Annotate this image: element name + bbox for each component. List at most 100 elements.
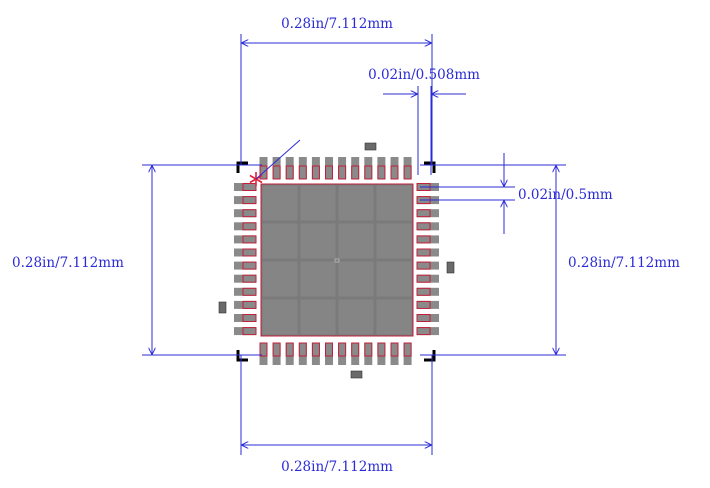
thermal-pad-cell [262,299,298,335]
pad-top [364,157,373,179]
pad-bottom-outline [364,342,373,357]
pad-top [351,157,360,179]
pad-bottom [338,343,347,365]
pad-bottom-outline [377,342,386,357]
dim-label-bottom-width: 0.28in/7.112mm [281,459,393,475]
pad-top-outline [325,165,333,180]
pad-bottom-outline [338,342,347,357]
pin1-leader [255,139,301,180]
pad-top [272,157,281,179]
thermal-pad-cell [376,223,412,259]
pad-right-outline [416,261,431,270]
pad-bottom-outline [325,342,333,357]
marker-bottom [350,370,363,379]
thermal-pad-cell [376,299,412,335]
pin1-asterisk-stroke [249,174,263,184]
pad-top-outline [377,165,386,180]
pad-left [234,261,256,270]
courtyard-corner-br [424,350,436,362]
pad-bottom-outline [259,342,268,357]
pad-right [417,248,439,257]
courtyard-corner-tr [424,161,436,173]
pad-left-outline [242,300,257,309]
pad-bottom [298,343,307,365]
pad-right-outline [416,222,431,231]
pad-top [259,157,268,179]
dim-label-right-height: 0.28in/7.112mm [568,255,680,271]
pad-top-outline [390,165,399,180]
pad-left-outline [242,261,257,270]
pad-bottom [259,343,268,365]
thermal-pad-cell [300,261,336,297]
thermal-pad-cell [338,185,374,221]
pad-left-outline [242,196,257,205]
pad-left-outline [242,183,257,191]
pad-right [417,261,439,270]
pad-top [298,157,307,179]
dimension-lines [142,34,566,455]
pad-bottom [351,343,360,365]
pad-left [234,196,256,205]
pad-top-outline [285,165,294,180]
pad-bottom [403,343,412,365]
thermal-pad-cell [262,261,298,297]
pad-right [417,274,439,283]
pad-right [417,300,439,309]
thermal-pad-cell [338,223,374,259]
pad-right [417,222,439,231]
pad-left-outline [242,327,257,336]
pad-top [403,157,412,179]
pad-bottom-outline [390,342,399,357]
pad-left [234,209,256,218]
pad-left-outline [242,314,257,322]
dim-label-left-height: 0.28in/7.112mm [12,255,124,271]
pad-bottom-outline [298,342,307,357]
pad-top-outline [298,165,307,180]
thermal-pad-cell [300,223,336,259]
thermal-pad-cell [300,185,336,221]
center-mark [334,258,340,263]
pad-left [234,248,256,257]
pad-right [417,314,439,322]
pad-top [311,157,320,179]
pad-left-outline [242,274,257,283]
pad-bottom [377,343,386,365]
pad-right-outline [416,274,431,283]
pad-right [417,287,439,296]
thermal-pad-cell [338,299,374,335]
pad-bottom-outline [351,342,360,357]
pad-left-outline [242,248,257,257]
pad-bottom-outline [403,342,412,357]
pad-bottom [311,343,320,365]
thermal-pad-cell [376,261,412,297]
pad-left [234,314,256,322]
thermal-pad-cell [338,261,374,297]
pad-left [234,274,256,283]
pad-top-outline [259,165,268,180]
pad-left-outline [242,209,257,218]
pad-right-outline [416,327,431,336]
pad-bottom [285,343,294,365]
pad-top-outline [364,165,373,180]
pad-top-outline [311,165,320,180]
pad-top-outline [338,165,347,180]
pad-right [417,327,439,336]
pad-left-outline [242,287,257,296]
pad-left-outline [242,222,257,231]
pad-bottom [390,343,399,365]
pad-bottom [364,343,373,365]
pad-bottom-outline [311,342,320,357]
dim-label-pitch: 0.02in/0.508mm [368,67,480,83]
pad-left [234,235,256,244]
pad-left [234,300,256,309]
thermal-pad-cell [376,185,412,221]
pad-bottom-outline [272,342,281,357]
pad-bottom [272,343,281,365]
pad-right-outline [416,248,431,257]
pad-top-outline [403,165,412,180]
pad-top [390,157,399,179]
pad-right [417,235,439,244]
marker-left [218,301,227,314]
pad-bottom-outline [285,342,294,357]
